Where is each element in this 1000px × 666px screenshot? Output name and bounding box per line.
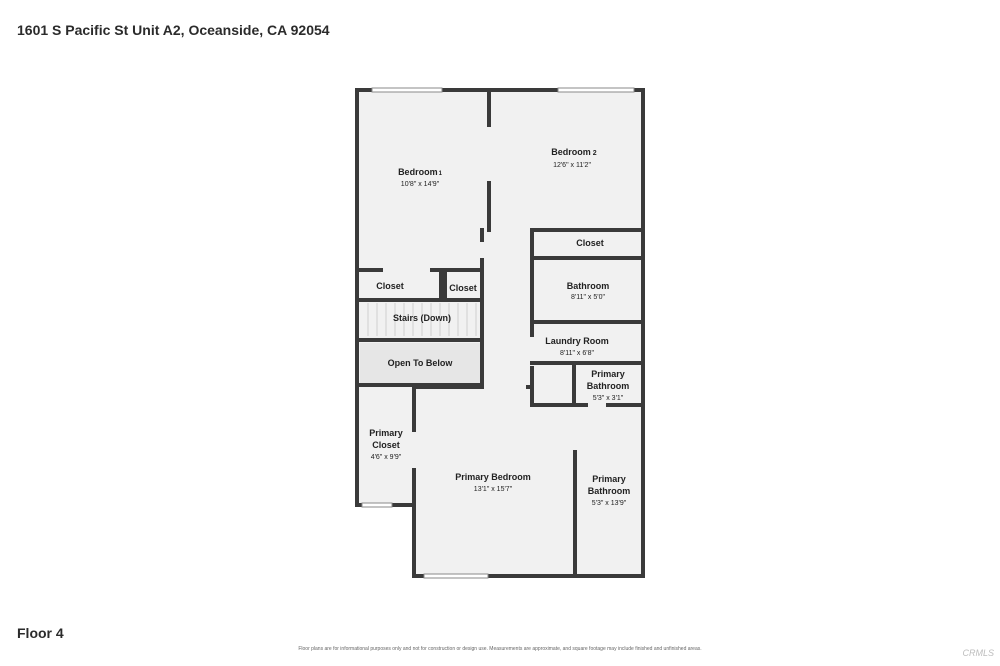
- disclaimer-text: Floor plans are for informational purpos…: [298, 646, 702, 652]
- bedroom-2-number: 2: [593, 150, 597, 157]
- room-laundry: Laundry Room 8'11" x 6'8": [545, 336, 609, 357]
- closet-left-label: Closet: [376, 281, 404, 291]
- open-to-below-label: Open To Below: [388, 358, 454, 368]
- primary-bath-large-line1: Primary: [592, 474, 626, 484]
- bedroom-2-dims: 12'6" x 11'2": [553, 162, 591, 169]
- primary-bath-small-line1: Primary: [591, 369, 625, 379]
- property-address: 1601 S Pacific St Unit A2, Oceanside, CA…: [17, 22, 330, 38]
- primary-bath-small-line2: Bathroom: [587, 381, 630, 391]
- primary-closet-line1: Primary: [369, 428, 403, 438]
- floor-label: Floor 4: [17, 625, 64, 641]
- bathroom-name: Bathroom: [567, 281, 610, 291]
- closet-mid-label: Closet: [449, 283, 477, 293]
- closet-top-right-label: Closet: [576, 238, 604, 248]
- primary-bath-large-line2: Bathroom: [588, 486, 631, 496]
- bedroom-2-name: Bedroom: [551, 147, 591, 157]
- room-bathroom: Bathroom 8'11" x 5'0": [567, 281, 610, 301]
- walls: [355, 88, 645, 578]
- room-primary-bedroom: Primary Bedroom 13'1" x 15'7": [455, 472, 531, 493]
- primary-closet-dims: 4'6" x 9'9": [371, 454, 402, 461]
- room-primary-bathroom-small: Primary Bathroom 5'3" x 3'1": [587, 369, 630, 402]
- open-to-below-area: [360, 343, 482, 383]
- laundry-dims: 8'11" x 6'8": [560, 350, 594, 357]
- stairs-treads: [367, 303, 477, 336]
- svg-text:Bedroom1: Bedroom1: [398, 167, 443, 177]
- bathroom-dims: 8'11" x 5'0": [571, 294, 605, 301]
- laundry-name: Laundry Room: [545, 336, 609, 346]
- primary-bath-small-dims: 5'3" x 3'1": [593, 395, 624, 402]
- bedroom-1-number: 1: [439, 171, 443, 177]
- floor-fill: [357, 90, 643, 576]
- primary-bedroom-name: Primary Bedroom: [455, 472, 531, 482]
- room-bedroom-1: Bedroom1 10'8" x 14'9": [398, 167, 443, 188]
- watermark: CRMLS: [962, 648, 994, 658]
- room-primary-bathroom-large: Primary Bathroom 5'3" x 13'9": [588, 474, 631, 507]
- primary-closet-line2: Closet: [372, 440, 400, 450]
- room-primary-closet: Primary Closet 4'6" x 9'9": [369, 428, 403, 461]
- stairs-label: Stairs (Down): [393, 313, 451, 323]
- windows: [361, 87, 635, 579]
- bedroom-1-dims: 10'8" x 14'9": [401, 181, 440, 188]
- primary-bath-large-dims: 5'3" x 13'9": [592, 500, 627, 507]
- primary-bedroom-dims: 13'1" x 15'7": [474, 486, 513, 493]
- bedroom-1-name: Bedroom: [398, 167, 438, 177]
